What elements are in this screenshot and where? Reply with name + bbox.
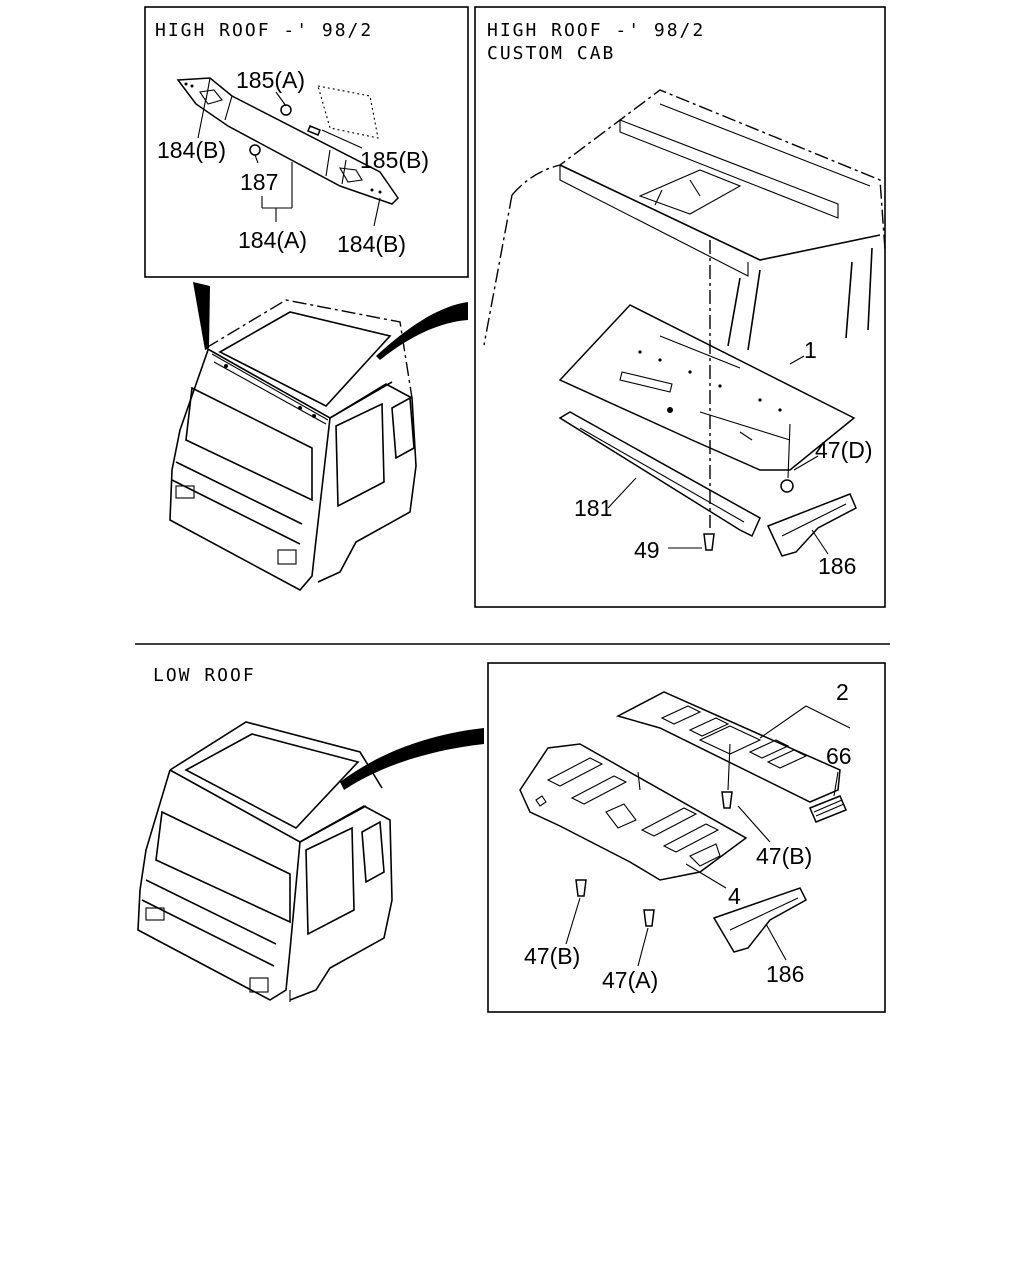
clip-47d <box>780 479 794 493</box>
clip-187 <box>249 144 261 156</box>
low-roof-title: LOW ROOF <box>153 665 256 686</box>
callout-184b-top: 184(B) <box>157 137 226 163</box>
custom-cab-title-line1: HIGH ROOF -' 98/2 <box>487 20 705 41</box>
callout-1: 1 <box>804 337 817 363</box>
callout-185a: 185(A) <box>236 67 305 93</box>
callout-47d: 47(D) <box>815 437 873 463</box>
screw-49 <box>703 533 715 551</box>
screw-47a <box>643 909 655 927</box>
callout-186-bottom: 186 <box>766 961 804 987</box>
frame-high-roof-custom-cab <box>474 6 886 608</box>
low-roof-parts-illustration <box>519 691 851 967</box>
inset-roof-trim-assembly <box>176 77 399 227</box>
clip-185a <box>280 104 292 116</box>
callout-4: 4 <box>728 883 741 909</box>
callout-185b: 185(B) <box>360 147 429 173</box>
custom-cab-title-line2: CUSTOM CAB <box>487 43 615 64</box>
callout-184a: 184(A) <box>238 227 307 253</box>
screw-47b-left <box>575 879 587 897</box>
cab-low-roof-illustration <box>137 721 484 1002</box>
frame-low-roof-parts <box>487 662 886 1013</box>
callout-2: 2 <box>836 679 849 705</box>
callout-184b-bottom: 184(B) <box>337 231 406 257</box>
callout-186-top: 186 <box>818 553 856 579</box>
callout-47b-left: 47(B) <box>524 943 580 969</box>
callout-66: 66 <box>826 743 852 769</box>
inset-title: HIGH ROOF -' 98/2 <box>155 20 373 41</box>
callout-47b-right: 47(B) <box>756 843 812 869</box>
inset-frame-high-roof <box>144 6 469 278</box>
callout-47a: 47(A) <box>602 967 658 993</box>
screw-185b <box>307 125 321 136</box>
screw-47b-right <box>721 791 733 809</box>
custom-cab-roof-illustration <box>483 89 886 557</box>
callout-187: 187 <box>240 169 278 195</box>
callout-49: 49 <box>634 537 660 563</box>
cab-high-roof-illustration <box>169 282 468 592</box>
callout-181: 181 <box>574 495 612 521</box>
